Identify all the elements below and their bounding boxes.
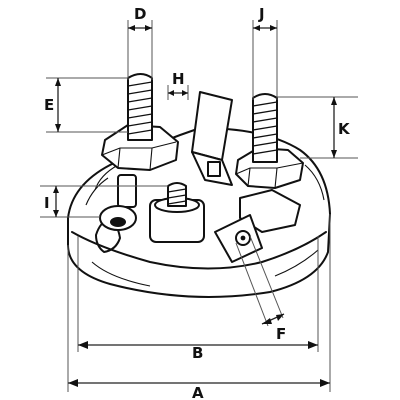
dim-h-arrow-right bbox=[182, 90, 188, 96]
hex-nut-left-edge-1 bbox=[117, 147, 121, 169]
label-e: E bbox=[44, 96, 54, 114]
dim-f-arrow-left bbox=[262, 318, 272, 324]
dim-i-arrow-bottom bbox=[53, 210, 59, 217]
label-j: J bbox=[258, 5, 265, 23]
small-stud-center bbox=[149, 182, 205, 243]
label-k: K bbox=[338, 120, 351, 138]
dim-j-arrow-right bbox=[270, 25, 277, 31]
mounting-hole-left bbox=[99, 205, 137, 231]
dim-d-arrow-left bbox=[128, 25, 135, 31]
dim-e-arrow-bottom bbox=[55, 124, 61, 132]
dim-k-arrow-top bbox=[331, 97, 337, 105]
stud-left-thread bbox=[127, 81, 153, 135]
ground-lug-hole-center bbox=[240, 235, 246, 241]
dimension-i: I bbox=[40, 185, 168, 218]
label-d: D bbox=[134, 5, 146, 23]
dim-b-arrow-left bbox=[78, 341, 88, 349]
dim-i-arrow-top bbox=[53, 186, 59, 193]
spade-edge bbox=[191, 91, 201, 153]
dimension-a: A bbox=[67, 214, 331, 400]
cap-band-left bbox=[91, 261, 151, 287]
ground-lug bbox=[214, 214, 263, 263]
dimension-d: D bbox=[127, 5, 153, 80]
dimension-e: E bbox=[44, 77, 128, 133]
label-a: A bbox=[192, 384, 204, 400]
terminal-stud-right bbox=[235, 93, 304, 189]
cap-skirt bbox=[67, 213, 331, 298]
dimension-j: J bbox=[252, 5, 278, 100]
cap-shoulder-line bbox=[71, 231, 327, 270]
mounting-hole-opening bbox=[110, 217, 126, 227]
dim-f-ext-right bbox=[249, 235, 284, 319]
dim-h-arrow-left bbox=[168, 90, 174, 96]
hex-nut-right-top bbox=[235, 162, 304, 175]
terminal-stud-left bbox=[101, 73, 179, 171]
boss-left bbox=[117, 174, 137, 208]
cap-body bbox=[67, 127, 331, 298]
hex-nut-left-edge-2 bbox=[149, 147, 153, 171]
hex-nut-left-top bbox=[101, 141, 177, 156]
raised-plate-right bbox=[239, 189, 301, 233]
dim-a-arrow-left bbox=[68, 379, 78, 387]
stud-right-thread bbox=[252, 101, 278, 155]
dimension-f: F bbox=[235, 235, 286, 343]
small-stud-thread bbox=[167, 188, 187, 205]
label-b: B bbox=[192, 344, 203, 362]
dimension-h: H bbox=[167, 70, 189, 100]
hex-nut-right-edge-2 bbox=[274, 167, 278, 189]
dim-a-arrow-right bbox=[320, 379, 330, 387]
cap-ridge-3 bbox=[304, 164, 325, 201]
dim-f-arrow-right bbox=[276, 314, 284, 321]
dim-j-arrow-left bbox=[253, 25, 260, 31]
dim-d-arrow-right bbox=[145, 25, 152, 31]
dimension-b: B bbox=[77, 236, 319, 362]
small-stud-shaft bbox=[167, 182, 187, 207]
dim-e-arrow-top bbox=[55, 78, 61, 86]
cap-ridge-2 bbox=[85, 177, 109, 206]
spade-terminal bbox=[191, 91, 233, 186]
label-h: H bbox=[172, 70, 185, 88]
dim-k-arrow-bottom bbox=[331, 150, 337, 158]
label-f: F bbox=[276, 325, 286, 343]
dim-b-arrow-right bbox=[308, 341, 318, 349]
cap-band-right bbox=[274, 249, 319, 277]
spade-foot bbox=[207, 161, 221, 177]
label-i: I bbox=[44, 194, 50, 212]
dimension-k: K bbox=[277, 96, 358, 159]
hex-nut-right-edge-1 bbox=[247, 167, 251, 187]
dim-f-ext-left bbox=[235, 242, 269, 327]
spade-blade bbox=[191, 91, 233, 161]
